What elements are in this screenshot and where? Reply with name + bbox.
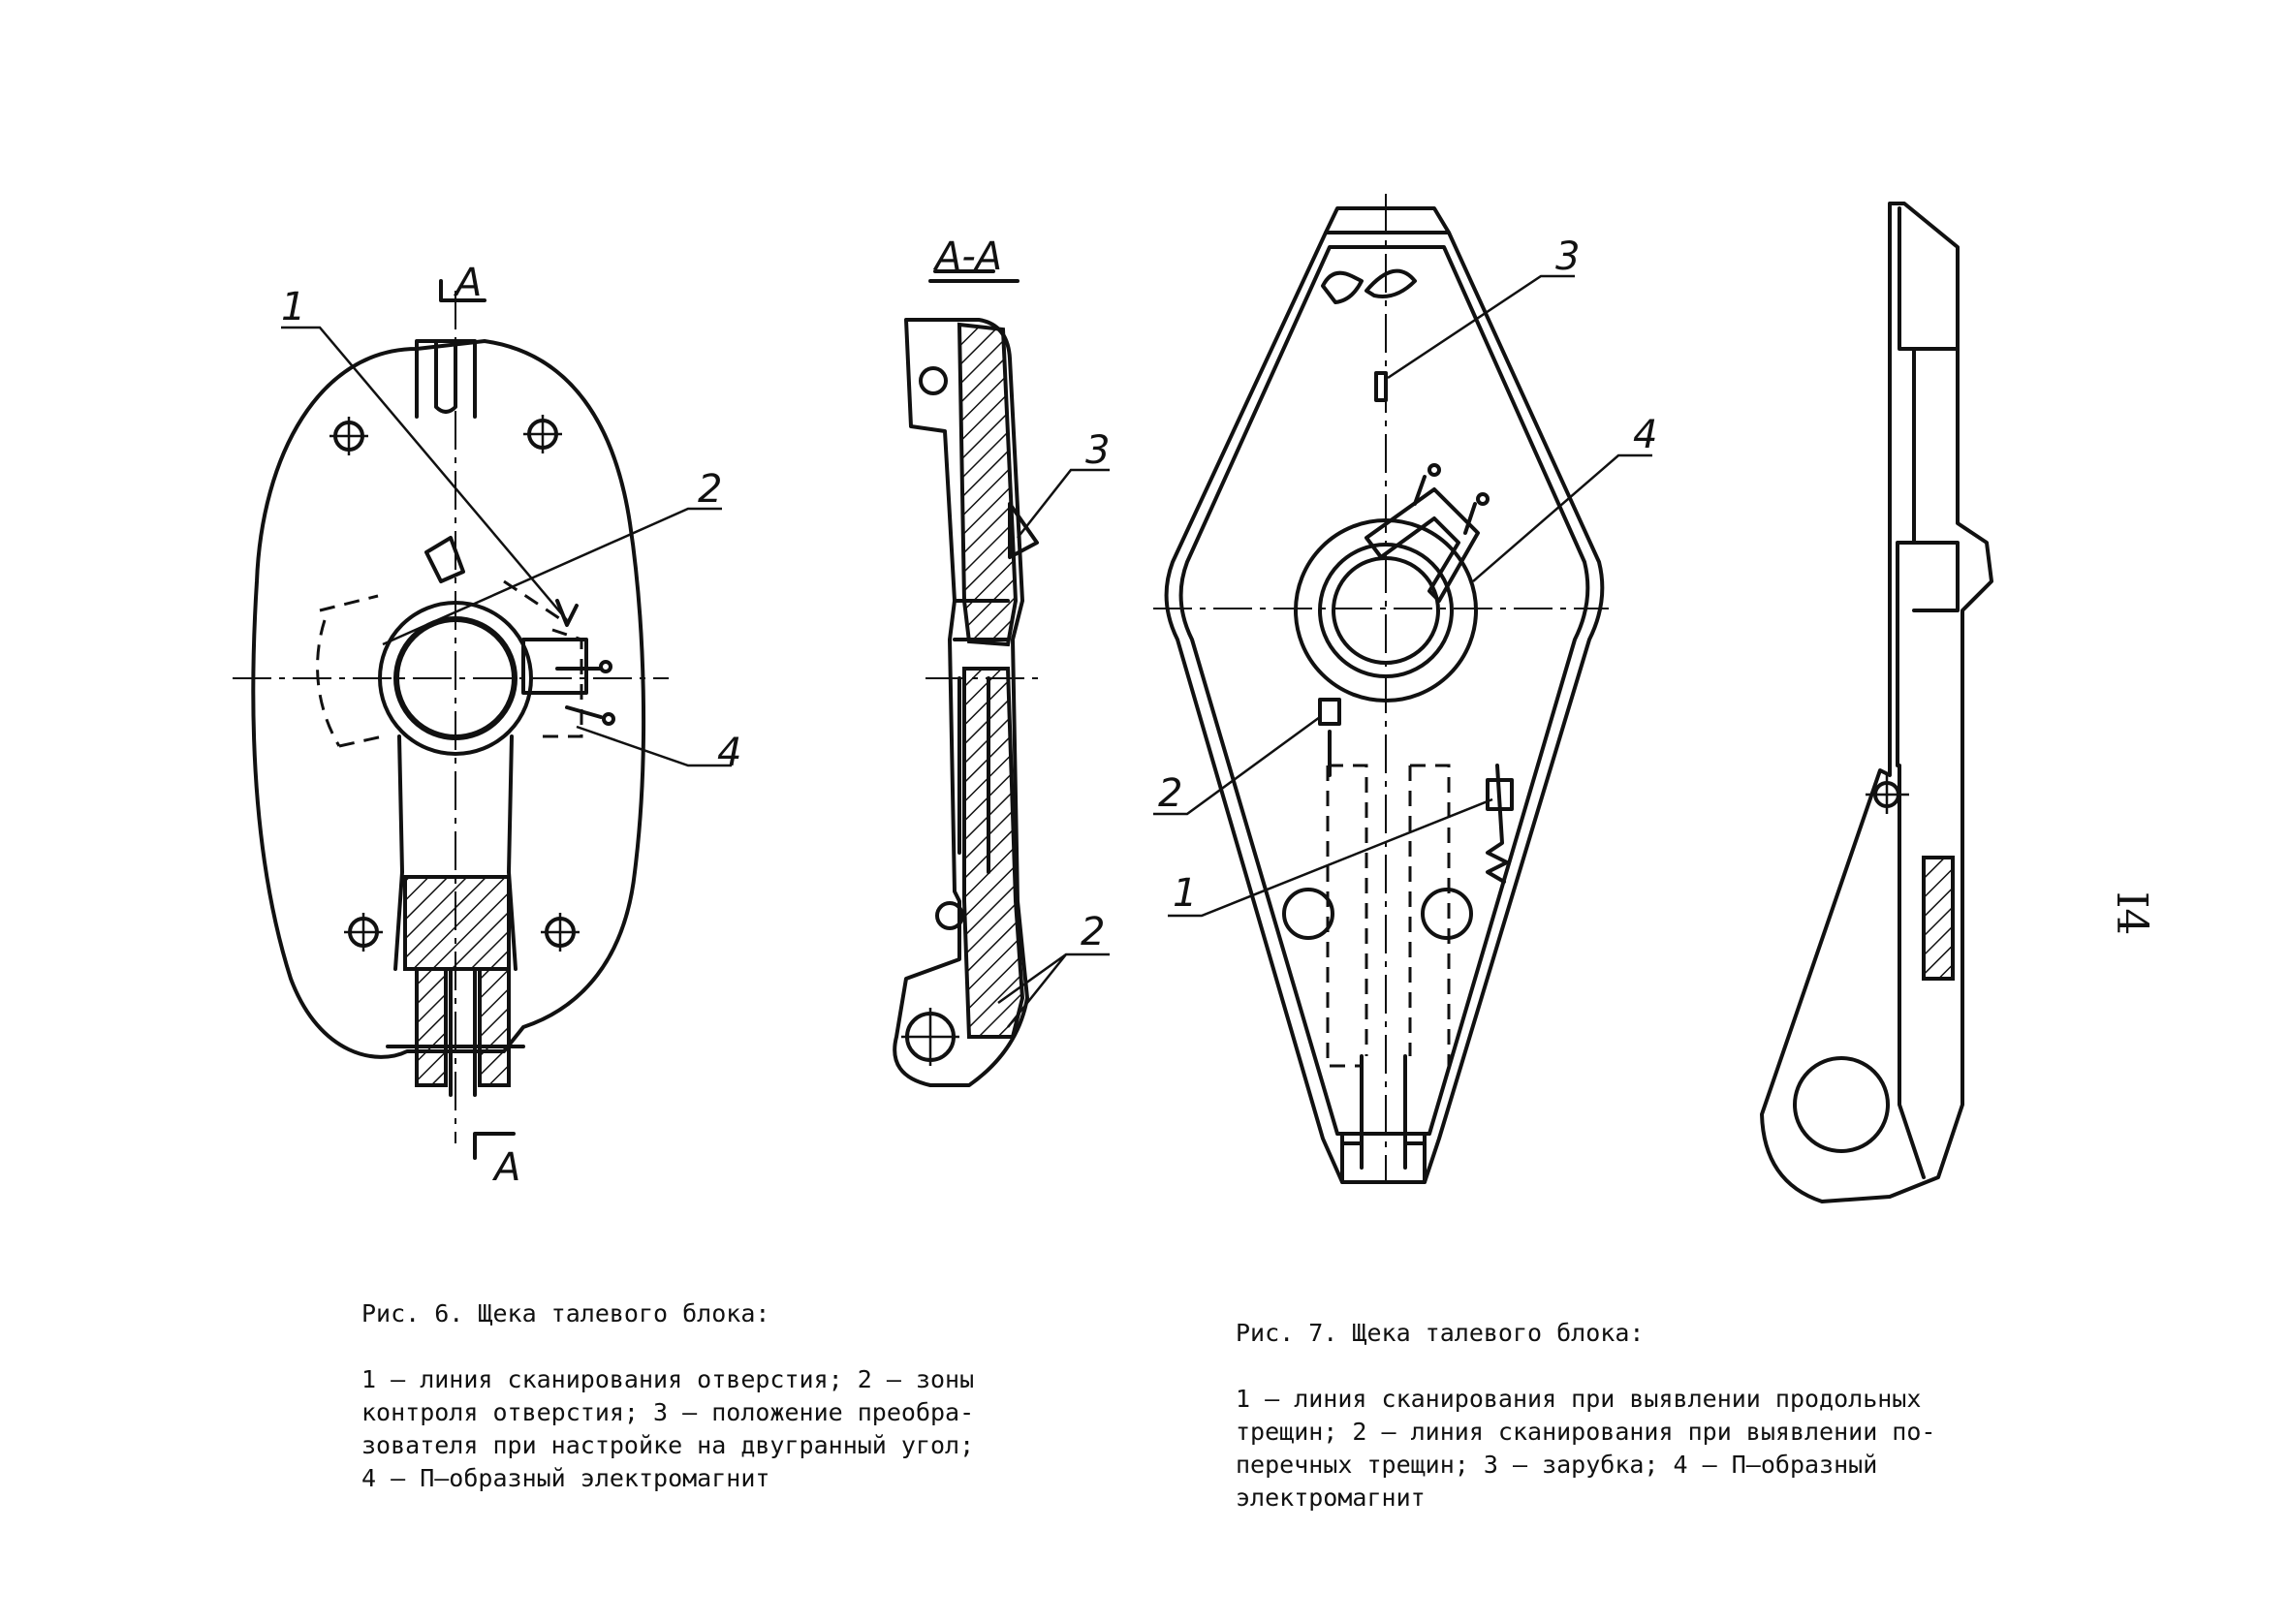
fig7-label-1: 1	[1173, 871, 1197, 916]
section-mark-top: A	[453, 261, 482, 305]
fig6-label-4: 4	[717, 731, 741, 775]
figure6-caption-title: Рис. 6. Щека талевого блока:	[361, 1299, 770, 1327]
fig6-label-2: 2	[698, 467, 722, 512]
page-number: I4	[2107, 891, 2156, 935]
fig7-label-3: 3	[1555, 234, 1580, 279]
fig7-label-2: 2	[1158, 771, 1182, 816]
section-mark-bottom: A	[491, 1145, 520, 1190]
section-label-3: 3	[1085, 428, 1110, 473]
section-title: A-A	[932, 234, 1002, 279]
figure7-drawing	[1153, 194, 1652, 1184]
figure7-caption-title: Рис. 7. Щека талевого блока:	[1236, 1319, 1645, 1347]
figure6-caption: Рис. 6. Щека талевого блока: 1 – линия с…	[361, 1265, 1001, 1495]
figure7-caption-body: 1 – линия сканирования при выявлении про…	[1236, 1385, 1936, 1512]
fig6-label-1: 1	[281, 285, 305, 329]
fig7-label-4: 4	[1633, 413, 1657, 457]
section-label-2: 2	[1081, 910, 1105, 954]
figure6-caption-body: 1 – линия сканирования отверстия; 2 – зо…	[361, 1365, 975, 1492]
figure6-drawing	[233, 279, 732, 1160]
section-aa-drawing	[893, 269, 1110, 1087]
figure7-side-view	[1760, 202, 1993, 1203]
figure7-caption: Рис. 7. Щека талевого блока: 1 – линия с…	[1236, 1284, 1972, 1515]
